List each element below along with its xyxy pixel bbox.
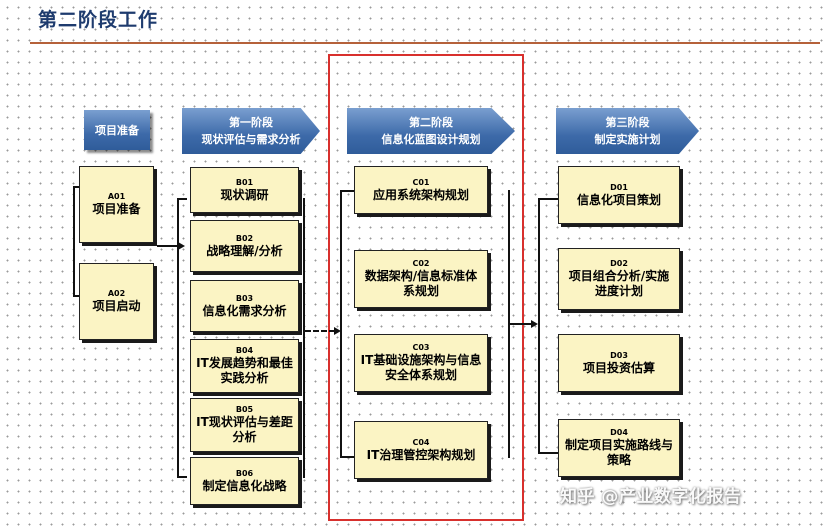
task-box-a02: A02 项目启动 (79, 263, 154, 340)
phase-header-line2: 现状评估与需求分析 (201, 133, 301, 146)
connector-b-top (177, 198, 187, 200)
arrowhead-c-to-d (531, 320, 538, 328)
arrowhead-a-to-b (178, 242, 185, 250)
task-box-c03: C03 IT基础设施架构与信息安全体系规划 (354, 334, 488, 392)
task-label: 信息化需求分析 (202, 303, 287, 318)
task-box-a01: A01 项目准备 (79, 166, 154, 243)
task-code: C04 (412, 437, 430, 447)
task-label: 制定项目实施路线与策略 (564, 438, 673, 467)
task-box-c02: C02 数据架构/信息标准体系规划 (354, 250, 488, 308)
connector-d-top (538, 198, 558, 200)
task-code: B04 (235, 346, 254, 355)
task-label: 信息化项目策划 (576, 192, 661, 207)
task-label: IT基础设施架构与信息安全体系规划 (360, 353, 482, 382)
stage2-highlight-frame (328, 54, 524, 521)
connector-a-bracket (73, 186, 75, 296)
phase-header-line1: 第一阶段 (229, 116, 273, 129)
task-code: A02 (107, 289, 126, 298)
connector-b-right (303, 198, 305, 478)
task-code: A01 (107, 192, 126, 201)
connector-a-bottom (73, 295, 79, 297)
phase-header-line1: 第三阶段 (605, 116, 650, 129)
connector-c-right (508, 190, 510, 458)
connector-d-bottom (538, 452, 558, 454)
watermark-text: 知乎 @产业数字化报告 (560, 487, 742, 507)
task-code: C02 (412, 259, 430, 268)
connector-b-bottom (177, 476, 187, 478)
task-code: D01 (610, 182, 628, 192)
phase-header-line2: 制定实施计划 (594, 133, 661, 146)
task-code: B01 (235, 177, 254, 187)
task-box-b06: B06 制定信息化战略 (190, 457, 299, 505)
connector-c-to-d (510, 323, 532, 325)
task-box-b04: B04 IT发展趋势和最佳实践分析 (190, 339, 299, 393)
task-code: D03 (610, 350, 628, 360)
task-label: 制定信息化战略 (202, 478, 287, 493)
task-box-d03: D03 项目投资估算 (558, 334, 680, 392)
task-label: IT治理管控架构规划 (366, 447, 476, 462)
task-box-c04: C04 IT治理管控架构规划 (354, 421, 488, 479)
phase-header-stage1: 第一阶段 现状评估与需求分析 (182, 108, 320, 154)
task-box-b01: B01 现状调研 (190, 167, 299, 213)
task-label: 战略理解/分析 (206, 243, 283, 258)
connector-d-left (538, 198, 540, 454)
phase-header-stage2: 第二阶段 信息化蓝图设计规划 (347, 108, 515, 154)
task-box-d01: D01 信息化项目策划 (558, 166, 680, 224)
task-label: 现状调研 (220, 187, 269, 202)
phase-header-line1: 第二阶段 (409, 116, 453, 129)
connector-c-top (340, 190, 354, 192)
task-box-b05: B05 IT现状评估与差距分析 (190, 398, 299, 452)
phase-header-line2: 信息化蓝图设计规划 (381, 133, 481, 146)
task-label: 数据架构/信息标准体系规划 (364, 269, 478, 298)
task-label: 应用系统架构规划 (372, 187, 469, 202)
task-box-b03: B03 信息化需求分析 (190, 280, 299, 332)
task-box-b02: B02 战略理解/分析 (190, 220, 299, 272)
task-code: C01 (412, 177, 430, 187)
task-code: B05 (235, 405, 254, 414)
task-code: C03 (412, 343, 430, 352)
task-code: D02 (610, 259, 628, 268)
phase-header-label: 项目准备 (95, 123, 139, 137)
task-label: 项目启动 (92, 299, 141, 313)
connector-c-left (340, 190, 342, 458)
task-code: B03 (235, 293, 254, 303)
task-label: 项目投资估算 (582, 360, 655, 375)
task-code: B06 (235, 468, 254, 478)
connector-a-out (157, 245, 179, 247)
task-code: D04 (610, 428, 628, 437)
task-box-d02: D02 项目组合分析/实施进度计划 (558, 248, 680, 310)
task-label: IT现状评估与差距分析 (196, 415, 293, 444)
title-underline (30, 42, 820, 44)
page-title: 第二阶段工作 (38, 9, 159, 31)
task-label: 项目组合分析/实施进度计划 (568, 269, 670, 298)
connector-c-bottom (340, 456, 354, 458)
task-label: 项目准备 (92, 202, 141, 216)
task-code: B02 (235, 233, 254, 243)
task-label: IT发展趋势和最佳实践分析 (196, 356, 293, 385)
connector-b-to-c (305, 330, 335, 332)
connector-b-bracket (177, 198, 179, 478)
phase-header-stage3: 第三阶段 制定实施计划 (556, 108, 699, 154)
task-box-c01: C01 应用系统架构规划 (354, 166, 488, 214)
task-box-d04: D04 制定项目实施路线与策略 (558, 419, 680, 477)
connector-a-top (73, 186, 79, 188)
arrowhead-b-to-c (334, 327, 341, 335)
phase-header-prep: 项目准备 (84, 110, 150, 150)
